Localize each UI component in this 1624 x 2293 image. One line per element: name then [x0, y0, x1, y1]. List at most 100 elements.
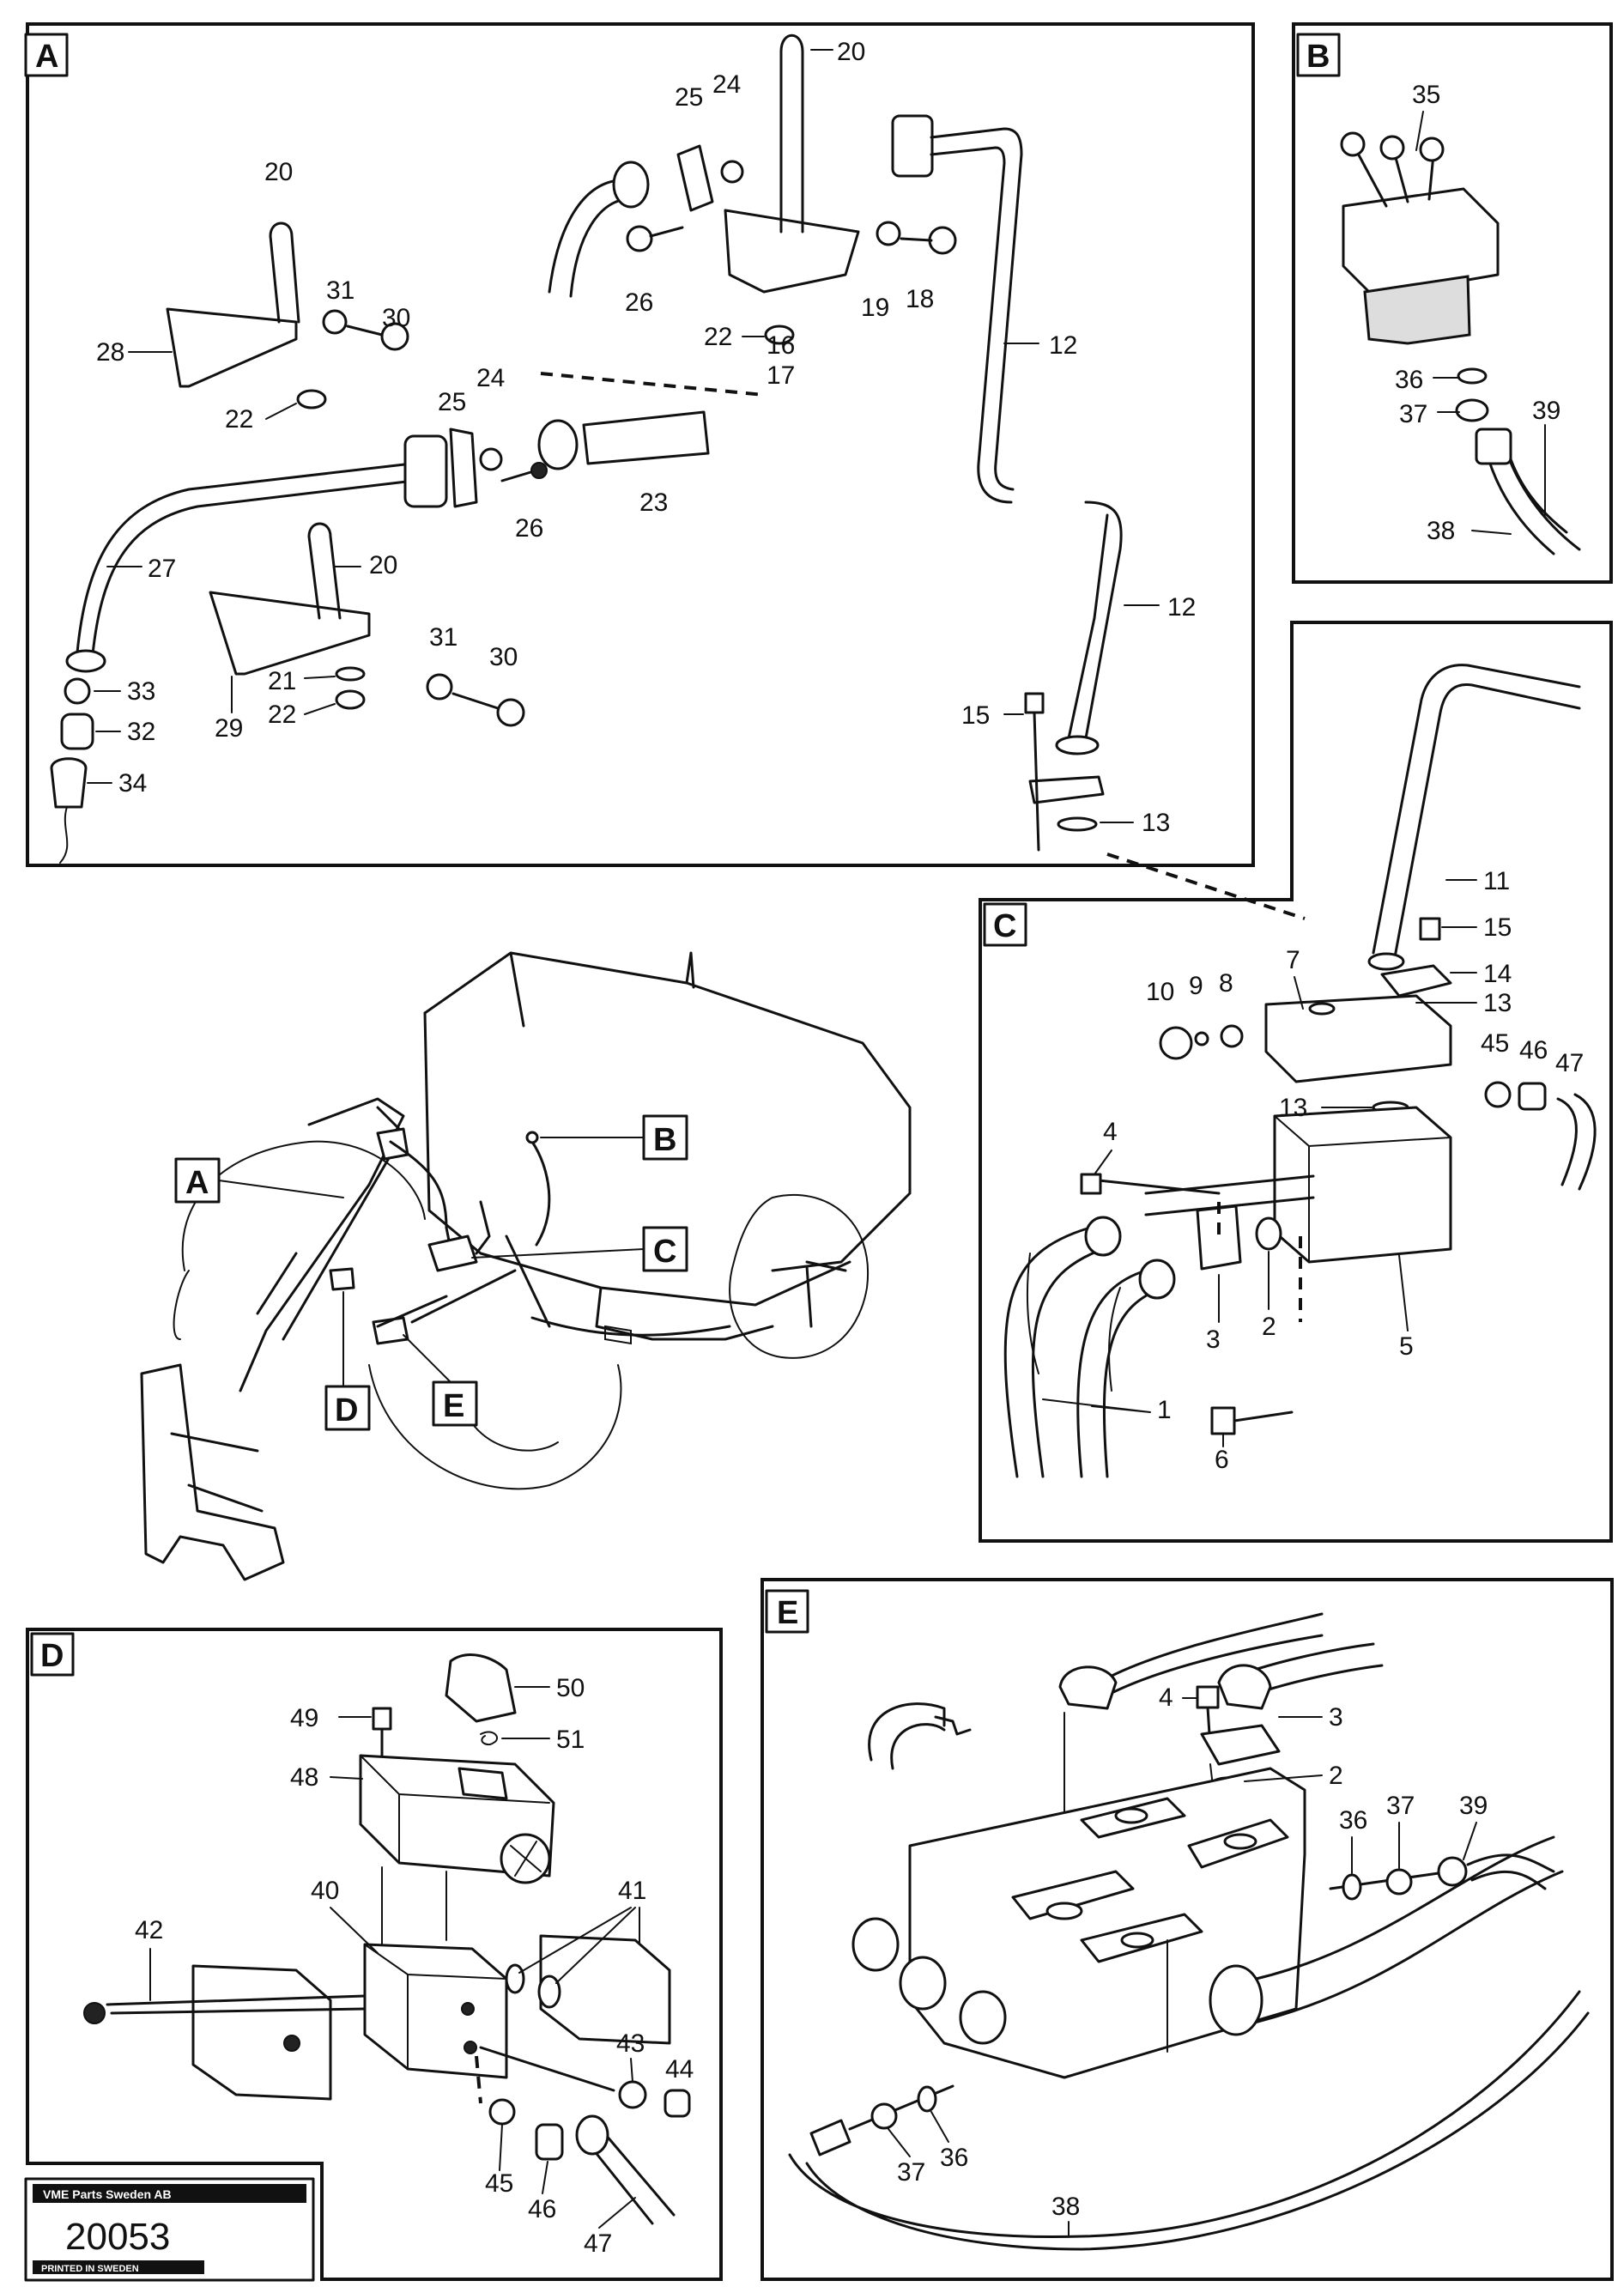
pipe-27 — [76, 462, 415, 656]
fitting-39-e — [1437, 1856, 1468, 1887]
part-number: 20 — [264, 158, 293, 186]
dash-d — [475, 2055, 482, 2104]
part-number: 37 — [1386, 1792, 1415, 1820]
valve-e-port-4 — [1114, 1807, 1148, 1824]
hose-23-fitting — [537, 419, 579, 470]
part-number: 20 — [369, 551, 397, 579]
bolt-30-low-shank — [451, 692, 500, 710]
block-7 — [1264, 994, 1452, 1083]
part-number: 43 — [616, 2029, 645, 2058]
bolt-6-head — [1210, 1406, 1236, 1435]
part-number: 38 — [1051, 2193, 1080, 2221]
part-number: 2 — [1262, 1313, 1276, 1341]
bolt-4-c — [1097, 1179, 1221, 1195]
part-number: 28 — [96, 338, 124, 367]
washer-45-c — [1484, 1081, 1512, 1108]
overview-callouts: A B C D E — [174, 1114, 688, 1431]
part-number: 36 — [940, 2144, 968, 2172]
part-number: 19 — [861, 294, 889, 322]
panel-c: C — [979, 621, 1613, 1543]
part-number: 44 — [665, 2055, 694, 2084]
panel-b: B — [1292, 22, 1613, 584]
valve-40 — [363, 1943, 508, 2079]
valve-40-edges — [364, 1944, 507, 2070]
panel-b-frame — [1292, 22, 1613, 584]
hose-1-ribbing — [1027, 1253, 1121, 1392]
overview-label-e: E — [443, 1388, 464, 1424]
ubolt-20-left — [269, 221, 300, 324]
bolt-26-top-head — [626, 225, 653, 252]
cap-34 — [50, 757, 88, 809]
pipe-11-end — [1367, 952, 1405, 971]
lever-knob-3 — [1419, 136, 1445, 162]
clip-51 — [480, 1731, 498, 1746]
solenoid-48-knob-grip — [510, 1841, 542, 1877]
bolt-4-c-head — [1080, 1173, 1102, 1195]
elbow-e-right — [1217, 1664, 1272, 1710]
hose-e-right-fitting — [1209, 1964, 1263, 2036]
hose-e-right — [1234, 1835, 1564, 2028]
part-number: 23 — [639, 488, 668, 517]
part-number: 5 — [1399, 1332, 1414, 1361]
part-number: 46 — [1519, 1036, 1548, 1065]
bracket-29 — [209, 591, 371, 676]
control-unit-35 — [1342, 187, 1500, 298]
part-number: 24 — [476, 364, 505, 392]
pipe-27-end — [65, 649, 106, 673]
part-number: 24 — [712, 70, 741, 99]
part-number: 18 — [906, 285, 934, 313]
panel-c-frame — [979, 621, 1613, 1543]
panel-a-frame — [26, 22, 1255, 867]
part-number: 46 — [528, 2195, 556, 2223]
valve-40-port-b — [464, 2041, 477, 2054]
panel-a: A — [24, 22, 1306, 920]
part-number: 33 — [127, 677, 155, 706]
overview-label-b-box — [642, 1114, 688, 1161]
ubolt-20-top — [779, 50, 804, 234]
washer-19 — [876, 221, 901, 246]
part-number: 30 — [489, 643, 518, 671]
panel-c-callouts: 11 15 14 13 7 10 9 8 45 46 47 13 4 3 2 5… — [1042, 867, 1584, 1474]
part-number: 8 — [1219, 969, 1233, 998]
part-number: 15 — [961, 701, 990, 730]
part-number: 22 — [225, 405, 253, 434]
overview-label-c: C — [653, 1234, 676, 1270]
part-number: 37 — [1399, 400, 1427, 428]
block-7-port — [1308, 1002, 1336, 1016]
part-number: 29 — [215, 714, 243, 743]
part-number: 36 — [1395, 366, 1423, 394]
part-number: 4 — [1159, 1683, 1173, 1712]
part-number: 25 — [438, 388, 466, 416]
plug-44 — [664, 2089, 691, 2118]
part-number: 40 — [311, 1877, 339, 1905]
part-number: 1 — [1157, 1396, 1172, 1424]
hose-1-fitting-a — [1084, 1216, 1122, 1257]
panel-a-badge — [24, 33, 69, 77]
ubolt-20-top-bend — [779, 33, 804, 53]
valve-section-41 — [539, 1934, 671, 2045]
part-number: 45 — [485, 2169, 513, 2198]
part-number: 39 — [1459, 1792, 1488, 1820]
bolt-18-shank — [900, 237, 933, 242]
part-number: 3 — [1329, 1703, 1343, 1732]
end-block — [191, 1964, 332, 2101]
part-number: 42 — [135, 1916, 163, 1944]
control-levers — [1354, 149, 1435, 208]
pipe-12-end — [1055, 735, 1100, 755]
part-number: 48 — [290, 1763, 318, 1792]
control-B-overview — [525, 1131, 539, 1144]
panel-d-letter: D — [40, 1638, 64, 1674]
wheel-lower — [368, 1364, 622, 1490]
ring-8 — [1220, 1024, 1244, 1048]
washer-36-b — [1457, 367, 1488, 385]
solenoid-48-edges — [360, 1755, 550, 1864]
part-number: 51 — [556, 1726, 585, 1754]
title-block: VME Parts Sweden AB 20053 PRINTED IN SWE… — [24, 2177, 315, 2282]
nipple-37-e-r — [1385, 1868, 1413, 1896]
spool-end-1 — [851, 1917, 900, 1972]
hose-38-fitting-e — [809, 2119, 851, 2157]
panel-c-badge — [983, 902, 1027, 947]
flange-3-e — [1200, 1724, 1281, 1766]
oring-41-b — [537, 1975, 561, 2009]
part-number: 25 — [675, 83, 703, 112]
